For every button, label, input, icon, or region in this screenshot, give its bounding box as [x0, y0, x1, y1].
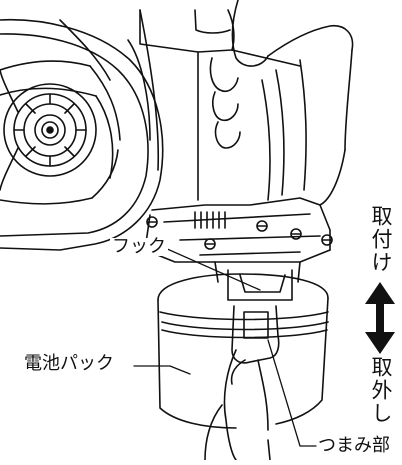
- housing-vents: [194, 211, 226, 229]
- fan-hub: [0, 69, 97, 191]
- housing-outline: [139, 9, 331, 263]
- detach-label: 取外し: [369, 356, 393, 425]
- knob-label: つまみ部: [317, 435, 391, 456]
- attach-label: 取付け: [369, 205, 393, 274]
- lower-hand: [204, 305, 280, 461]
- battery-pack-body: [157, 261, 329, 429]
- battery-pack-label: 電池パック: [22, 353, 116, 374]
- leader-lines: [133, 247, 317, 447]
- hook-label: フック: [110, 236, 168, 257]
- housing-screws: [146, 216, 333, 250]
- direction-arrow-icon: [365, 282, 395, 354]
- upper-hand: [209, 0, 354, 206]
